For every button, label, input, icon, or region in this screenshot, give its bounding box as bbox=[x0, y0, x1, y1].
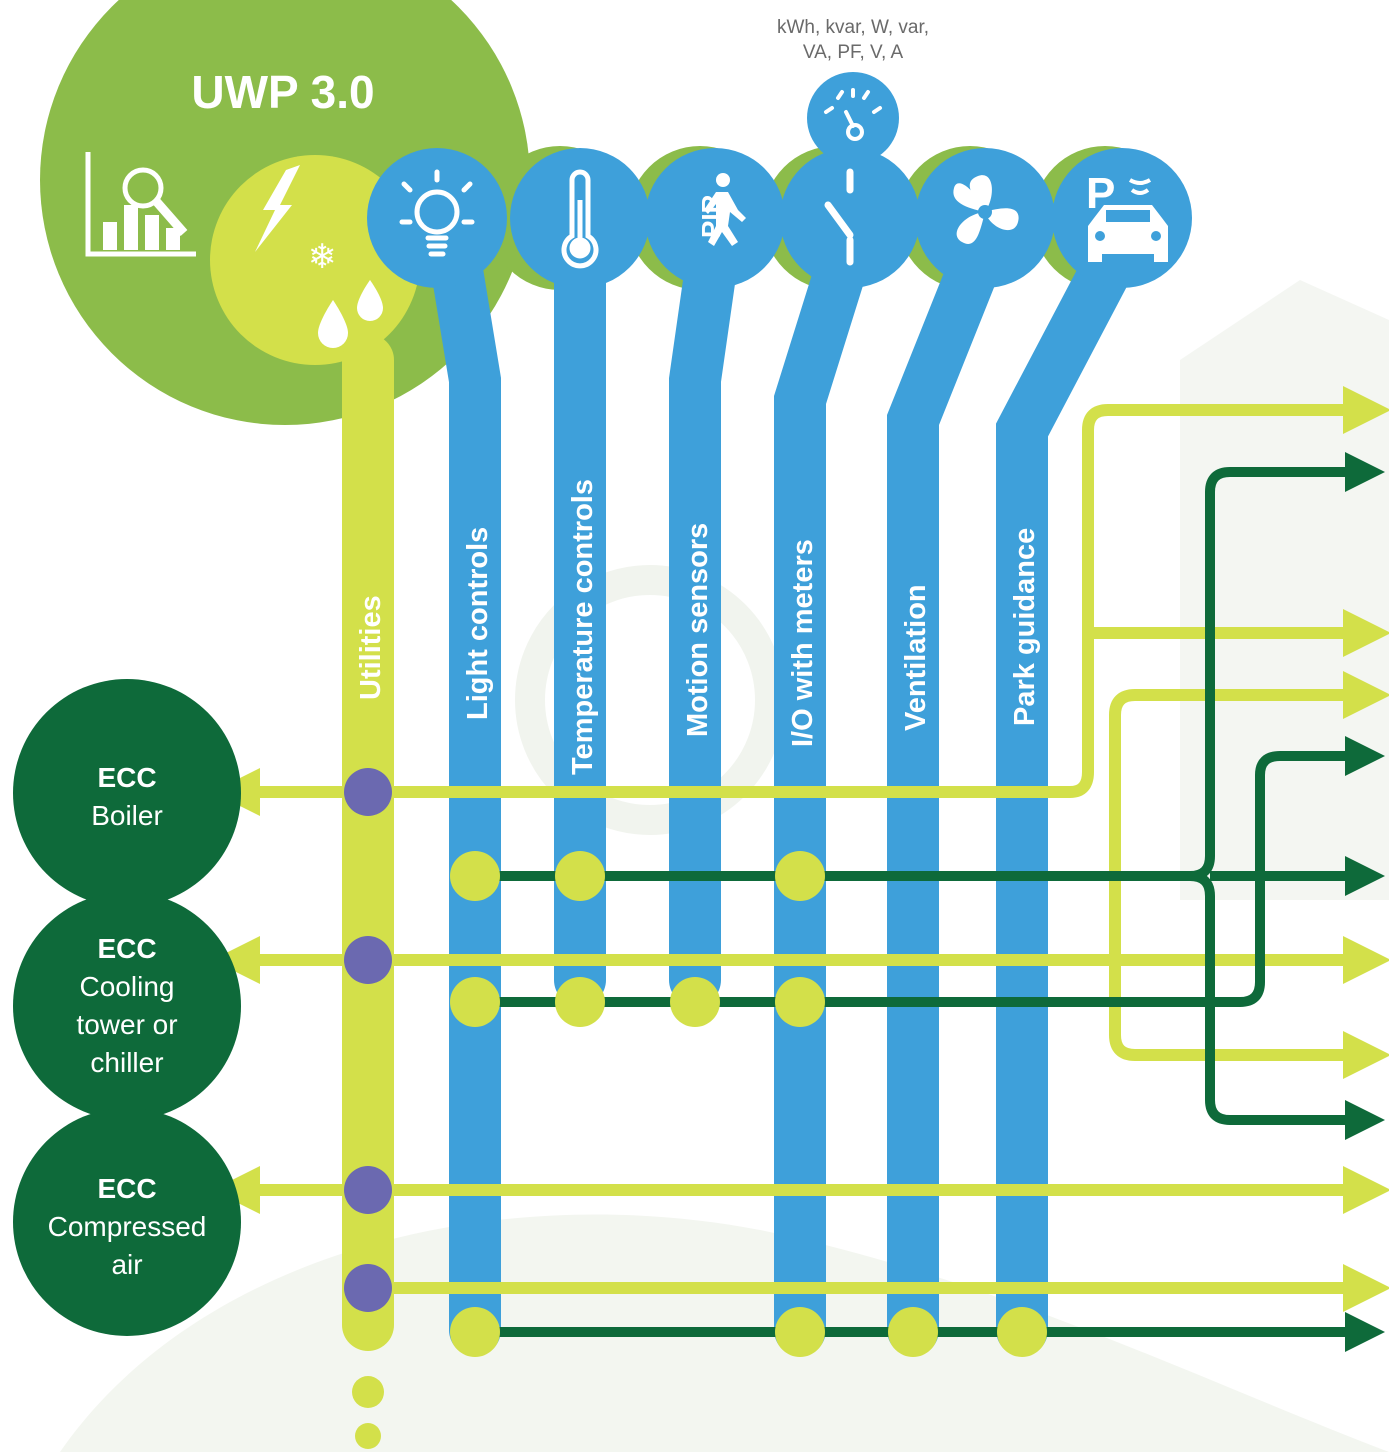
ecc-cooling: ECC Cooling tower or chiller bbox=[13, 892, 241, 1120]
water-drop-icon bbox=[318, 300, 348, 348]
control-lines bbox=[480, 452, 1385, 1352]
control-node bbox=[775, 977, 825, 1027]
control-node bbox=[450, 851, 500, 901]
label-ventilation: Ventilation bbox=[900, 584, 932, 731]
connection-nodes bbox=[344, 768, 1047, 1449]
meter-note-line-1: kWh, kvar, W, var, bbox=[777, 17, 929, 38]
ecc-compressed-air: ECC Compressed air bbox=[13, 1108, 241, 1336]
control-node bbox=[450, 1307, 500, 1357]
snowflake-icon: ❄ bbox=[308, 237, 337, 277]
meter-note-line-2: VA, PF, V, A bbox=[803, 42, 904, 63]
gauge-meter-icon bbox=[824, 88, 882, 141]
fan-icon bbox=[953, 175, 1019, 244]
ecc-air-line-1: Compressed bbox=[48, 1211, 207, 1242]
pipe-io bbox=[774, 214, 876, 1356]
control-node bbox=[997, 1307, 1047, 1357]
ecc-cooling-title: ECC bbox=[97, 933, 156, 964]
water-drop-icon bbox=[357, 280, 383, 321]
parking-car-icon: P bbox=[1086, 169, 1168, 262]
label-light: Light controls bbox=[462, 527, 494, 720]
label-io: I/O with meters bbox=[787, 539, 819, 747]
column-labels: Utilities Light controls Temperature con… bbox=[355, 479, 1041, 775]
ecc-boiler: ECC Boiler bbox=[13, 679, 241, 907]
ecc-air-title: ECC bbox=[97, 1173, 156, 1204]
page-title: UWP 3.0 bbox=[191, 66, 374, 118]
pipe-ventilation bbox=[887, 214, 1011, 1356]
continuation-dot bbox=[355, 1423, 381, 1449]
control-node bbox=[888, 1307, 938, 1357]
switch-icon bbox=[824, 168, 854, 266]
label-park: Park guidance bbox=[1009, 528, 1041, 726]
control-node bbox=[555, 851, 605, 901]
pir-motion-icon: PIR bbox=[696, 173, 746, 246]
meter-circle bbox=[807, 72, 899, 164]
label-motion: Motion sensors bbox=[682, 523, 714, 737]
control-node bbox=[775, 1307, 825, 1357]
ecc-boiler-line-1: Boiler bbox=[91, 800, 163, 831]
ecc-boiler-title: ECC bbox=[97, 762, 156, 793]
label-utilities: Utilities bbox=[355, 595, 387, 700]
utilities-icon: ❄ bbox=[255, 165, 383, 348]
control-node bbox=[555, 977, 605, 1027]
ecc-cooling-line-2: tower or bbox=[76, 1009, 177, 1040]
light-bulb-icon bbox=[399, 169, 475, 257]
ecc-cooling-line-1: Cooling bbox=[80, 971, 175, 1002]
background-watermark bbox=[60, 280, 1389, 1452]
control-node bbox=[450, 977, 500, 1027]
pipe-park bbox=[996, 214, 1148, 1356]
analytics-chart-icon bbox=[85, 152, 196, 257]
vertical-pipes bbox=[342, 214, 1148, 1356]
control-node bbox=[775, 851, 825, 901]
utility-node bbox=[344, 768, 392, 816]
label-temperature: Temperature controls bbox=[567, 479, 599, 775]
pipe-light bbox=[426, 214, 501, 1356]
thermometer-icon bbox=[561, 169, 599, 269]
utility-node bbox=[344, 1166, 392, 1214]
ecc-cooling-line-3: chiller bbox=[90, 1047, 163, 1078]
continuation-dot bbox=[352, 1376, 384, 1408]
utility-node bbox=[344, 1264, 392, 1312]
ecc-air-line-2: air bbox=[111, 1249, 142, 1280]
lightning-icon bbox=[255, 165, 300, 252]
control-node bbox=[670, 977, 720, 1027]
utility-node bbox=[344, 936, 392, 984]
